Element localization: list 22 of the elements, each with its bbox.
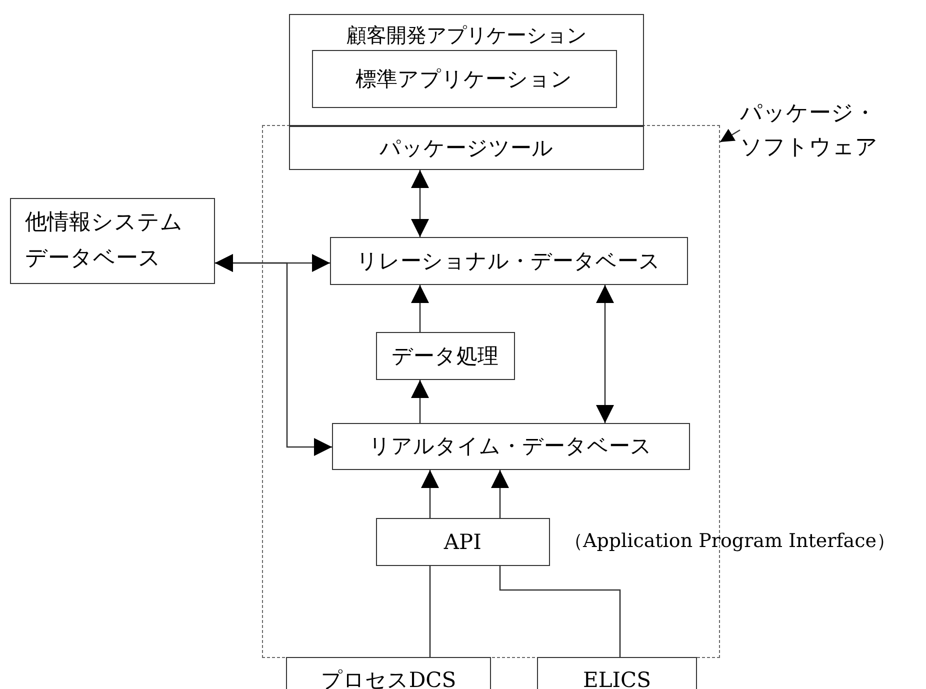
caption-text: （Application Program Interface） — [564, 529, 896, 554]
process-box: プロセスDCS — [286, 657, 491, 689]
leader-line — [720, 128, 740, 143]
connector-line — [429, 566, 431, 657]
arrow — [421, 470, 439, 518]
process-box: 標準アプリケーション — [312, 50, 617, 108]
arrow — [596, 285, 614, 423]
process-box: リアルタイム・データベース — [332, 422, 690, 470]
connector-line — [499, 566, 621, 657]
process-box: ELICS — [537, 657, 697, 689]
callout-text: パッケージ・ソフトウェア — [740, 96, 890, 166]
arrow — [215, 254, 332, 456]
process-box: リレーショナル・データベース — [330, 236, 688, 285]
arrow — [411, 170, 429, 237]
process-box: API — [376, 518, 550, 566]
box-heading: 顧客開発アプリケーション — [346, 22, 588, 49]
arrow — [411, 380, 429, 423]
arrow — [411, 285, 429, 332]
application-box — [289, 14, 644, 126]
process-box: データ処理 — [376, 332, 515, 380]
process-box: 他情報システムデータベース — [10, 198, 215, 284]
arrow — [491, 470, 509, 518]
